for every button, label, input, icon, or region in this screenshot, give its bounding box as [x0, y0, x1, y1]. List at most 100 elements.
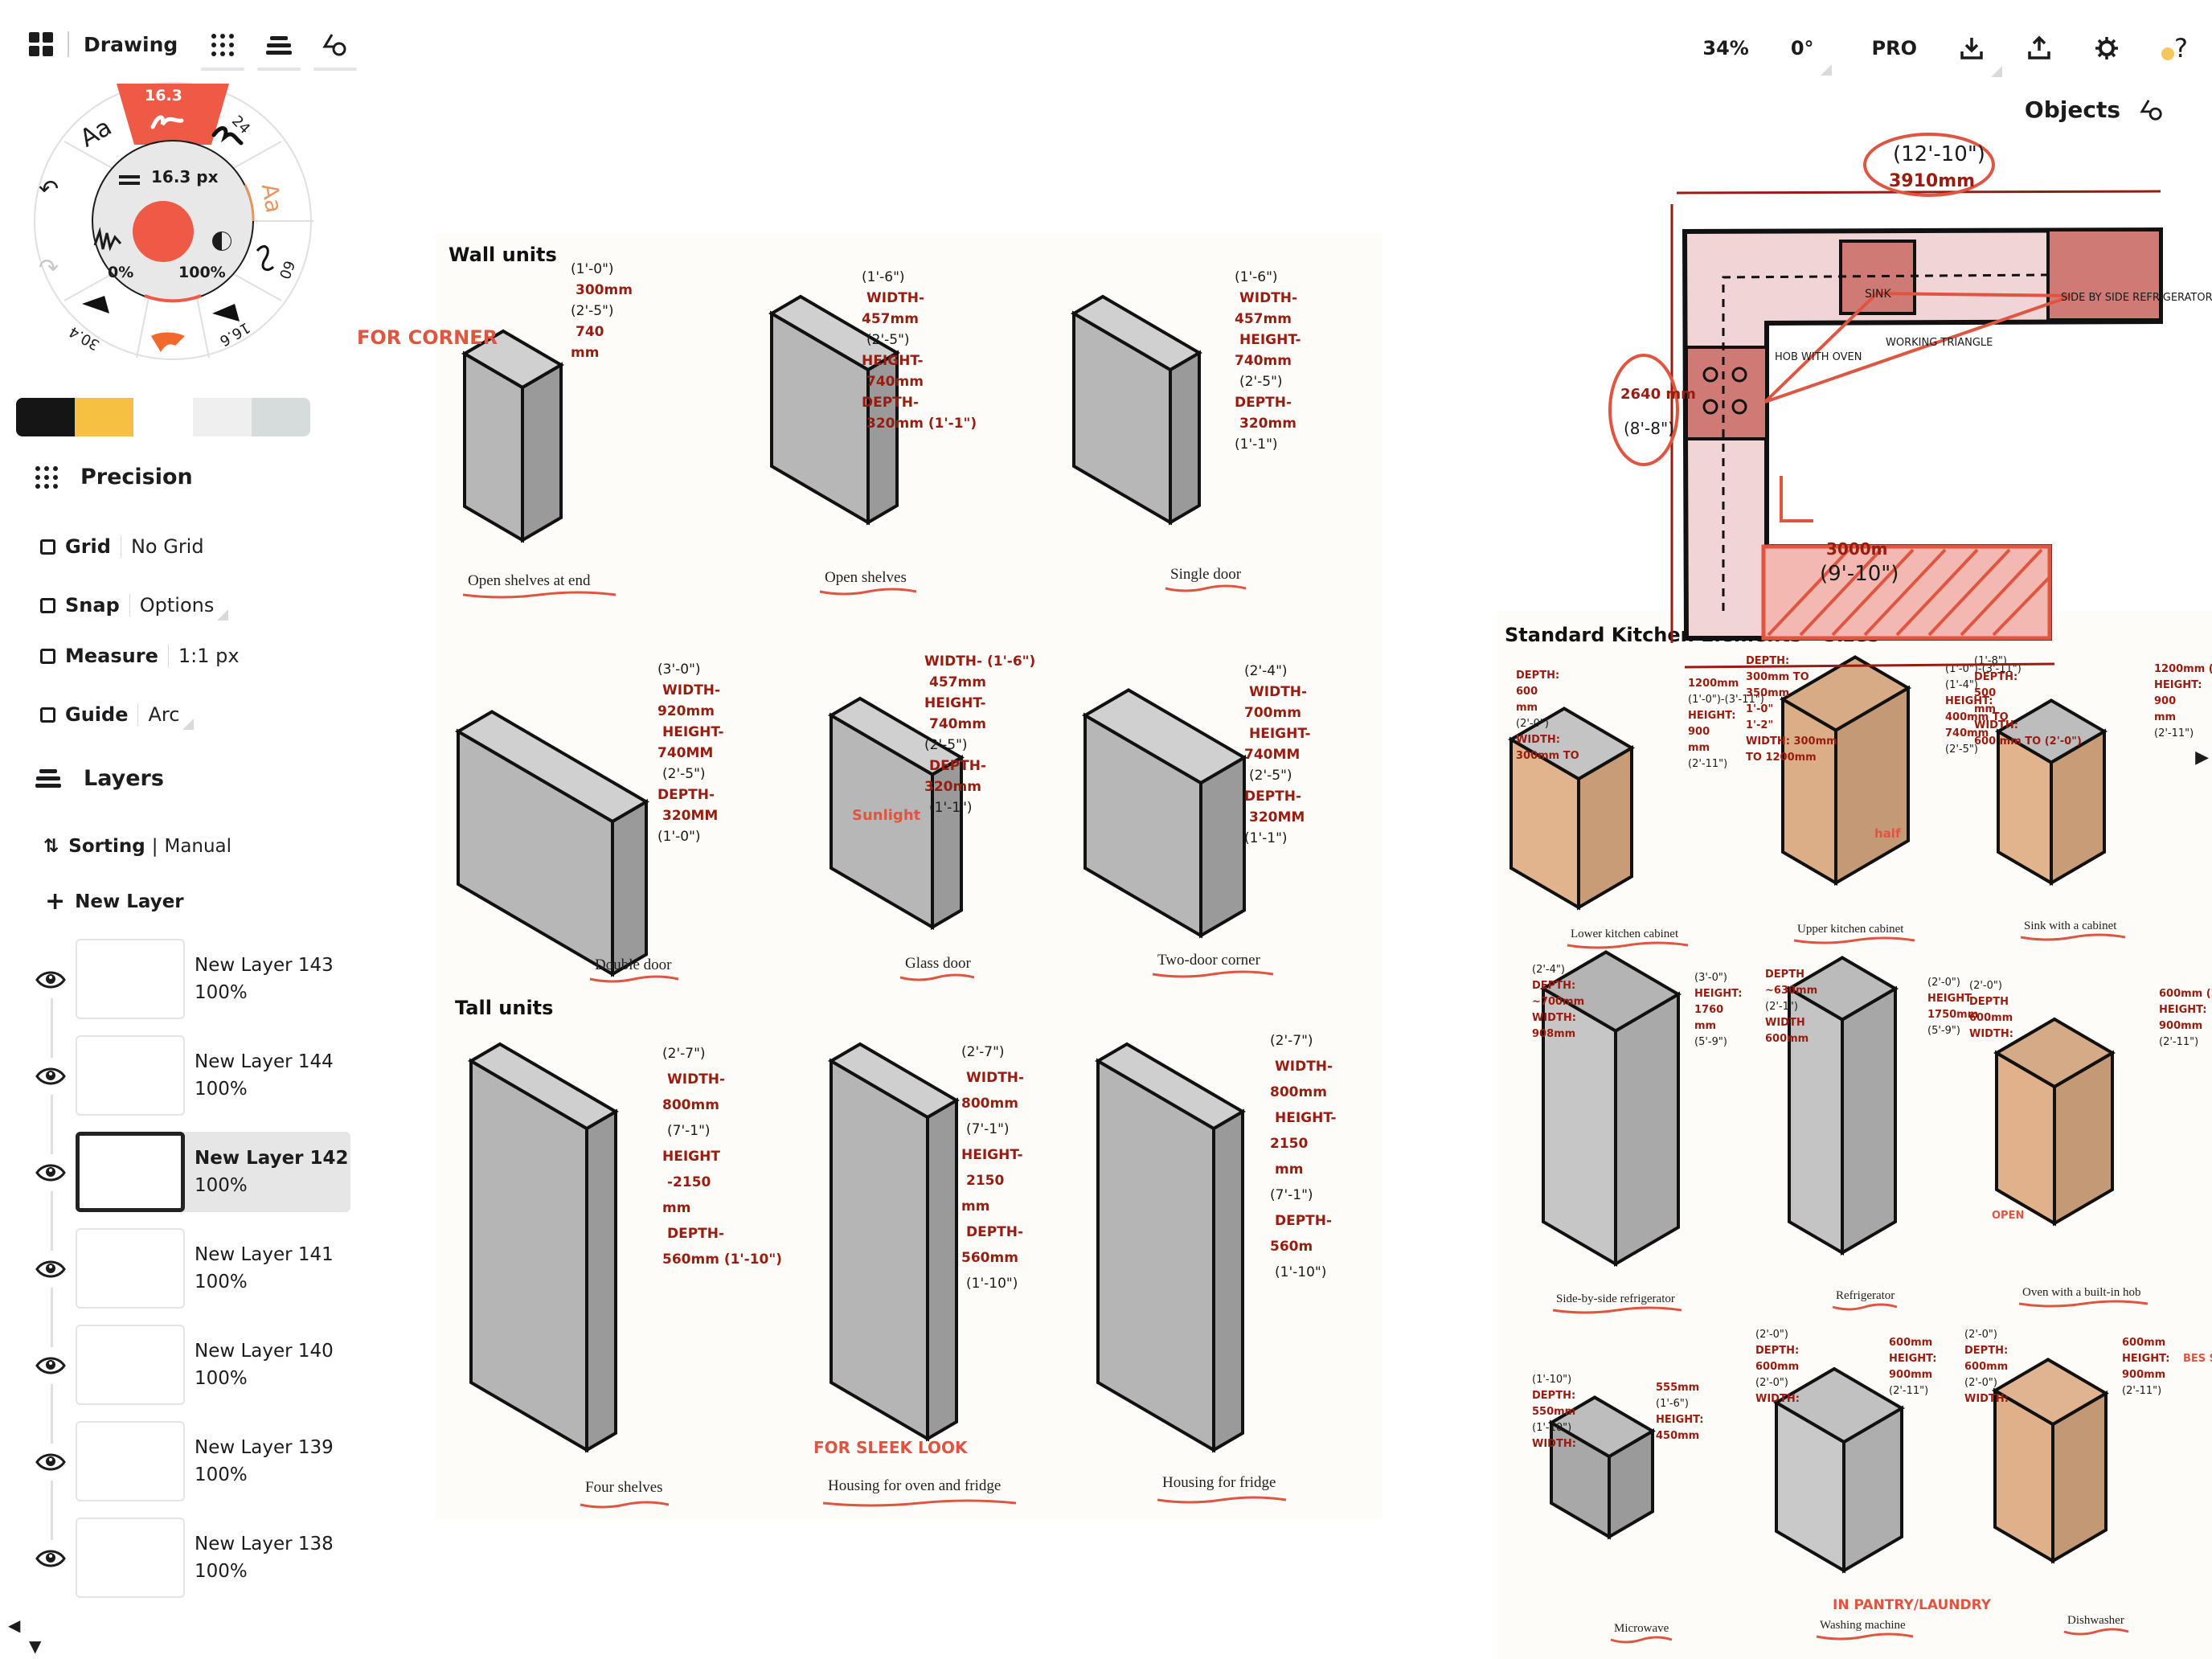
dimension-label: HEIGHT: [2154, 679, 2202, 691]
settings-button[interactable] [2073, 35, 2140, 61]
precision-header[interactable]: Precision [35, 465, 193, 490]
precision-option-guide[interactable]: Guide Arc [40, 699, 195, 730]
handwritten-remark: BES SI FOR EAS ACC [2183, 1353, 2212, 1365]
measure-checkbox[interactable] [40, 648, 55, 664]
option-value[interactable]: No Grid [130, 535, 204, 558]
new-layer-button[interactable]: + New Layer [45, 887, 184, 916]
option-value[interactable]: Options [139, 594, 215, 616]
plan-bottom-dim-metric: 3000m [1826, 539, 1888, 559]
export-button[interactable] [2005, 35, 2073, 61]
option-value[interactable]: Arc [148, 703, 180, 726]
triangle-right-icon[interactable]: ▶ [2195, 748, 2209, 768]
option-label: Guide [65, 703, 129, 726]
dimension-label: mm [1694, 1020, 1716, 1032]
dimension-label: DEPTH: [1532, 1390, 1575, 1402]
standard-element-drawing: (2'-0")DEPTH:600mm(2'-0")WIDTH:600mmHEIG… [1755, 1329, 1992, 1641]
dimension-label: 1760 [1694, 1004, 1723, 1016]
snap-checkbox[interactable] [40, 597, 55, 613]
dimension-label: (5'-9") [1927, 1025, 1960, 1037]
dimension-label: (2'-4") [1532, 964, 1565, 976]
swatch-yellow[interactable] [75, 398, 133, 436]
swatch-light-gray[interactable] [193, 398, 252, 436]
layers-sorting[interactable]: ⇅ Sorting | Manual [43, 836, 232, 857]
visibility-eye-icon[interactable] [35, 1161, 66, 1185]
plan-left-dim-imperial: (8'-8") [1624, 419, 1674, 438]
visibility-eye-icon[interactable] [35, 1546, 66, 1571]
brush-wheel[interactable]: 16.3 Aa 24 Aa 60 16.6 30.4 16.3 px 0% 10… [32, 80, 313, 362]
dimension-label: WIDTH: [1755, 1393, 1800, 1405]
dimension-label: (5'-9") [1694, 1036, 1727, 1048]
layer-thumbnail[interactable] [76, 939, 185, 1019]
smoothing-value[interactable]: 0% [108, 264, 134, 281]
layer-thumbnail[interactable] [76, 1518, 185, 1598]
visibility-eye-icon[interactable] [35, 1064, 66, 1088]
dimension-label: 320mm [924, 779, 981, 795]
plan-label-sink: SINK [1865, 288, 1891, 301]
top-right-toolbar: 34% 0° PRO ? [1682, 24, 2188, 77]
dimension-label: (2'-11") [1688, 758, 1727, 770]
visibility-eye-icon[interactable] [35, 1257, 66, 1281]
triangle-left-icon[interactable]: ◀ [8, 1616, 21, 1635]
zoom-level[interactable]: 34% [1702, 37, 1749, 59]
undo-icon[interactable]: ↶ [39, 175, 59, 203]
dimension-label: mm [1275, 1161, 1303, 1178]
tab-objects[interactable] [312, 23, 358, 71]
visibility-eye-icon[interactable] [35, 1450, 66, 1474]
gallery-grid-icon[interactable] [29, 32, 53, 56]
layer-opacity: 100% [195, 982, 248, 1003]
layer-thumbnail[interactable] [76, 1228, 185, 1309]
app-title[interactable]: Drawing [84, 32, 178, 56]
rotation-angle[interactable]: 0° [1770, 37, 1835, 76]
grid-checkbox[interactable] [40, 539, 55, 555]
submenu-corner-indicator [182, 719, 195, 730]
brush-size-readout[interactable]: 16.3 px [151, 167, 219, 186]
dimension-label: (2'-5") [571, 303, 614, 319]
precision-option-grid[interactable]: Grid No Grid [40, 535, 204, 558]
dimension-label: DEPTH: [1755, 1345, 1799, 1357]
dimension-label: HEIGHT- [1239, 332, 1301, 348]
swatch-gray[interactable] [252, 398, 310, 436]
layers-header[interactable]: Layers [35, 766, 164, 791]
layer-thumbnail[interactable] [76, 1132, 185, 1212]
precision-option-snap[interactable]: Snap Options [40, 590, 229, 621]
objects-button[interactable]: Objects [2025, 96, 2164, 123]
layer-thumbnail[interactable] [76, 1035, 185, 1116]
layer-thumbnail[interactable] [76, 1325, 185, 1405]
dimension-label: (1'-1") [1235, 436, 1278, 453]
guide-checkbox[interactable] [40, 707, 55, 723]
tab-layers[interactable] [256, 23, 302, 71]
dimension-label: (2'-4") [1244, 663, 1288, 679]
visibility-eye-icon[interactable] [35, 1354, 66, 1378]
swatch-black[interactable] [16, 398, 75, 436]
dimension-label: (2'-0") [1516, 718, 1549, 730]
dimension-label: 560m [1270, 1239, 1313, 1255]
swatch-white[interactable] [133, 398, 193, 436]
preset-text-accent-label[interactable]: Aa [256, 181, 288, 215]
sorting-value[interactable]: Manual [164, 836, 232, 857]
triangle-down-icon[interactable]: ▼ [29, 1636, 42, 1656]
layer-thumbnail[interactable] [76, 1421, 185, 1501]
import-button[interactable] [1938, 35, 2005, 77]
shapes-icon [2140, 99, 2162, 121]
shapes-icon [322, 34, 346, 56]
opacity-value[interactable]: 100% [178, 264, 226, 281]
pro-button[interactable]: PRO [1871, 37, 1918, 59]
dimension-label: (2'-5") [924, 737, 968, 753]
dimension-label: (2'-7") [961, 1044, 1005, 1060]
help-button[interactable]: ? [2140, 33, 2188, 63]
layer-opacity: 100% [195, 1561, 248, 1582]
tab-precision[interactable] [199, 23, 246, 71]
redo-icon[interactable]: ↷ [39, 254, 59, 282]
dimension-label: WIDTH [1765, 1017, 1805, 1029]
visibility-eye-icon[interactable] [35, 968, 66, 992]
precision-option-measure[interactable]: Measure 1:1 px [40, 645, 240, 667]
option-value[interactable]: 1:1 px [178, 645, 240, 667]
